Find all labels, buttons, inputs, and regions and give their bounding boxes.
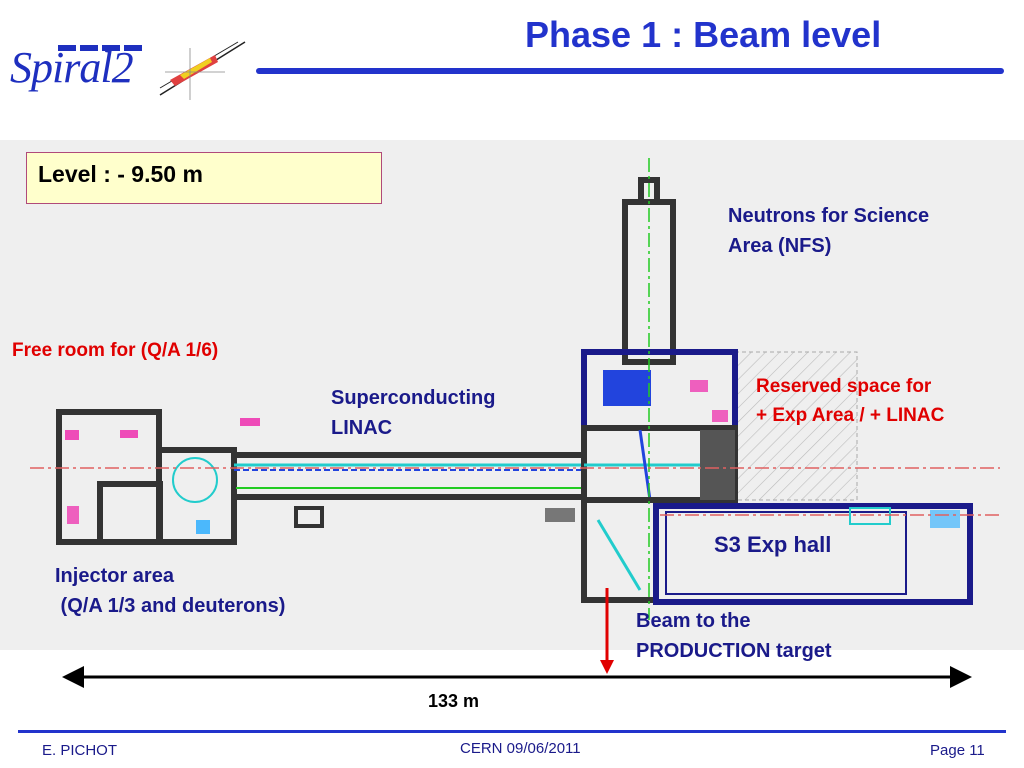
logo-text: Spiral2: [10, 43, 134, 92]
linac-label-line1: Superconducting: [331, 387, 496, 409]
dimension-label: 133 m: [428, 691, 480, 711]
reserved-hatched-area: [734, 351, 858, 501]
free-room-label: Free room for (Q/A 1/6): [12, 340, 219, 361]
linac-tunnel: [231, 452, 587, 528]
title-underline: [256, 68, 1004, 74]
footer-author: E. PICHOT: [42, 742, 118, 759]
beam-target-label-line1: Beam to the: [636, 610, 751, 632]
dimension-line: [62, 666, 972, 688]
reserved-label-line2: + Exp Area / + LINAC: [756, 405, 945, 426]
axis-lines: [30, 158, 1000, 620]
injector-label-line1: Injector area: [55, 565, 174, 587]
level-box: Level : - 9.50 m: [26, 152, 382, 204]
junction-building: [581, 425, 738, 503]
nfs-hall: [581, 349, 738, 431]
nfs-label-line1: Neutrons for Science: [728, 205, 930, 227]
footer-date: CERN 09/06/2011: [460, 740, 581, 757]
spiral2-logo: Spiral2: [0, 0, 250, 110]
linac-label-line2: LINAC: [331, 417, 393, 439]
linac-label: Superconducting LINAC: [331, 383, 495, 443]
beam-target-label-line2: PRODUCTION target: [636, 640, 832, 662]
reserved-label: Reserved space for + Exp Area / + LINAC: [756, 372, 944, 430]
footer-page: Page 11: [930, 742, 985, 759]
logo-graphic: [58, 41, 246, 100]
injector-annotations: [65, 418, 260, 534]
s3-hall-label: S3 Exp hall: [714, 532, 832, 557]
reserved-label-line1: Reserved space for: [756, 376, 932, 397]
nfs-label-line2: Area (NFS): [728, 235, 832, 257]
footer-rule: [18, 730, 1006, 733]
page-title: Phase 1 : Beam level: [525, 14, 882, 55]
injector-label-line2: (Q/A 1/3 and deuterons): [55, 595, 286, 617]
nfs-label: Neutrons for Science Area (NFS): [728, 201, 929, 261]
beam-arrow: [600, 588, 614, 674]
injector-building: [56, 409, 237, 545]
injector-label: Injector area (Q/A 1/3 and deuterons): [55, 561, 285, 621]
beam-target-label: Beam to the PRODUCTION target: [636, 606, 832, 666]
